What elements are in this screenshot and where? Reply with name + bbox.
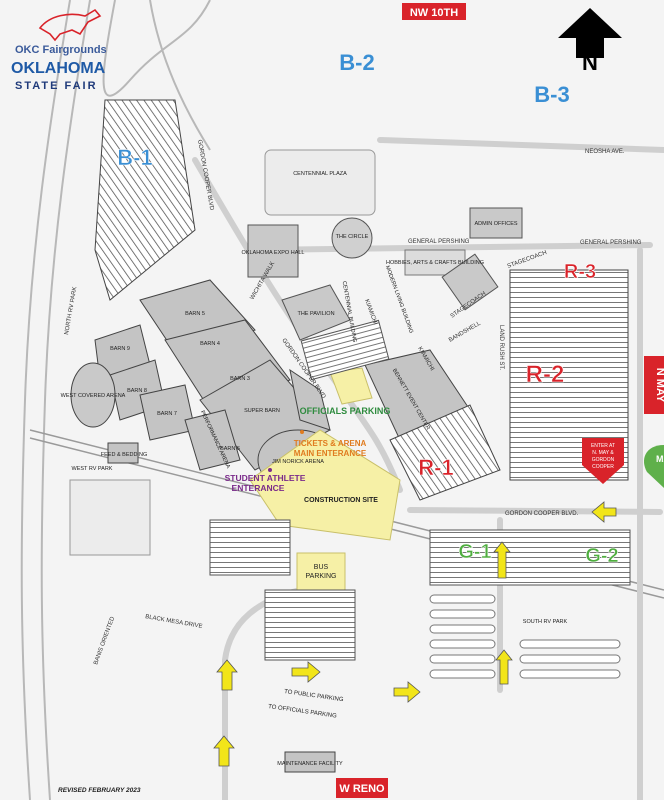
bus-parking-line2: PARKING	[306, 573, 337, 580]
bus-parking-area	[296, 552, 346, 596]
label-south-rv-park: SOUTH RV PARK	[523, 619, 568, 625]
feed-bedding-shape	[107, 442, 139, 464]
lot-g-area	[429, 529, 631, 586]
label-barn-7: BARN 7	[157, 411, 177, 417]
street-land-rush: LAND RUSH ST.	[498, 325, 504, 370]
arrow-up-icon	[213, 735, 235, 767]
enter-line4: COOPER	[592, 464, 614, 470]
student-marker-icon	[268, 468, 272, 472]
nw10th-sign	[402, 3, 466, 20]
west-highway	[20, 0, 211, 800]
okc-fairgrounds-logo	[38, 8, 102, 42]
revised-label: REVISED FEBRUARY 2023	[58, 787, 141, 794]
the-circle-shape	[331, 217, 373, 259]
arrow-right-icon	[291, 661, 321, 683]
lot-b1-area	[94, 99, 196, 301]
bus-parking-line1: BUS	[314, 564, 329, 571]
centennial-plaza-area	[264, 149, 376, 216]
wreno-sign	[336, 778, 388, 798]
label-barn-3: BARN 3	[230, 376, 250, 382]
street-general-pershing-e: GENERAL PERSHING	[580, 240, 642, 246]
street-general-pershing-w: GENERAL PERSHING	[408, 239, 470, 245]
arrow-right-icon	[393, 681, 421, 703]
direction-arrows	[213, 501, 617, 767]
modern-living-shape	[441, 253, 499, 311]
enter-line1: ENTER AT	[591, 443, 615, 449]
label-pavilion: THE PAVILION	[297, 311, 334, 317]
street-neosha: NEOSHA AVE.	[585, 149, 625, 155]
label-barn-5: BARN 5	[185, 311, 205, 317]
enter-arrow-icon	[582, 438, 624, 484]
label-barn-4: BARN 4	[200, 341, 220, 347]
lot-r1-area	[389, 404, 501, 501]
tickets-marker-icon	[300, 430, 304, 434]
lower-lot-area	[264, 589, 356, 661]
lot-b1-label: B-1	[117, 145, 152, 170]
tickets-line1: TICKETS & ARENA	[294, 439, 367, 448]
nw10th-label: NW 10TH	[410, 7, 458, 19]
arrow-left-icon	[591, 501, 617, 523]
construction-area	[249, 429, 401, 541]
admin-offices-shape	[469, 207, 523, 239]
label-super-barn: SUPER BARN	[244, 408, 280, 414]
arrow-up-icon	[493, 541, 511, 579]
arrow-up-icon	[495, 649, 513, 685]
label-barn-9: BARN 9	[110, 346, 130, 352]
label-hobbies: HOBBIES, ARTS & CRAFTS BUILDING	[386, 260, 484, 266]
logo-oklahoma-text: OKLAHOMA	[11, 60, 106, 77]
pavilion-shape	[281, 284, 351, 341]
west-rv-park-area	[69, 479, 151, 556]
label-expo-hall: OKLAHOMA EXPO HALL	[242, 250, 305, 256]
lot-r2-label: R-2	[526, 361, 565, 388]
south-rv-park-area	[429, 594, 621, 679]
lot-r3-label: R-3	[564, 261, 596, 283]
construction-label: CONSTRUCTION SITE	[304, 497, 378, 504]
lot-mid-area	[300, 319, 390, 381]
lot-r1-label: R-1	[418, 455, 453, 480]
wreno-label: W RENO	[339, 783, 385, 795]
nmay-sign	[644, 356, 664, 414]
compass-arrow-icon	[558, 8, 622, 58]
label-west-covered-arena: WEST COVERED ARENA	[61, 393, 126, 399]
label-the-circle: THE CIRCLE	[336, 234, 369, 240]
label-barn-6: BARN 6	[220, 446, 240, 452]
arrow-up-icon	[216, 659, 238, 691]
lot-b3-label: B-3	[534, 82, 569, 107]
student-line2: ENTERANCE	[232, 483, 285, 493]
label-west-rv-park: WEST RV PARK	[72, 466, 113, 472]
officials-parking-label: OFFICIALS PARKING	[300, 406, 391, 416]
enter-line2: N. MAY &	[592, 450, 614, 456]
tickets-line2: MAIN ENTERANCE	[294, 449, 367, 458]
horse-logo-icon	[38, 8, 102, 42]
student-line1: STUDENT ATHLETE	[225, 473, 306, 483]
lot-g1-label: G-1	[458, 541, 491, 563]
label-maintenance: MAINTENANCE FACILITY	[277, 761, 343, 767]
label-barn-8: BARN 8	[127, 388, 147, 394]
label-jim-norick: JIM NORICK ARENA	[272, 459, 324, 465]
label-centennial-plaza: CENTENNIAL PLAZA	[293, 171, 347, 177]
street-gordon-cooper-bottom: GORDON COOPER BLVD.	[505, 511, 579, 517]
nmay-label: N MAY	[654, 368, 664, 403]
label-admin: ADMIN OFFICES	[474, 221, 517, 227]
lot-b2-label: B-2	[339, 50, 374, 75]
main-gate-marker	[643, 445, 664, 488]
enter-line3: GORDON	[592, 457, 615, 463]
logo-state-fair-text: STATE FAIR	[15, 80, 98, 92]
logo-fairgrounds-text: OKC Fairgrounds	[15, 44, 107, 56]
main-gate-label: MAIN GATE	[656, 454, 664, 464]
lot-g2-label: G-2	[585, 545, 618, 567]
compass-letter: N	[582, 50, 598, 75]
label-feed-bedding: FEED & BEDDING	[101, 452, 147, 458]
expo-hall-shape	[247, 224, 299, 278]
west-lot-area	[209, 519, 291, 576]
maintenance-shape	[284, 751, 336, 773]
